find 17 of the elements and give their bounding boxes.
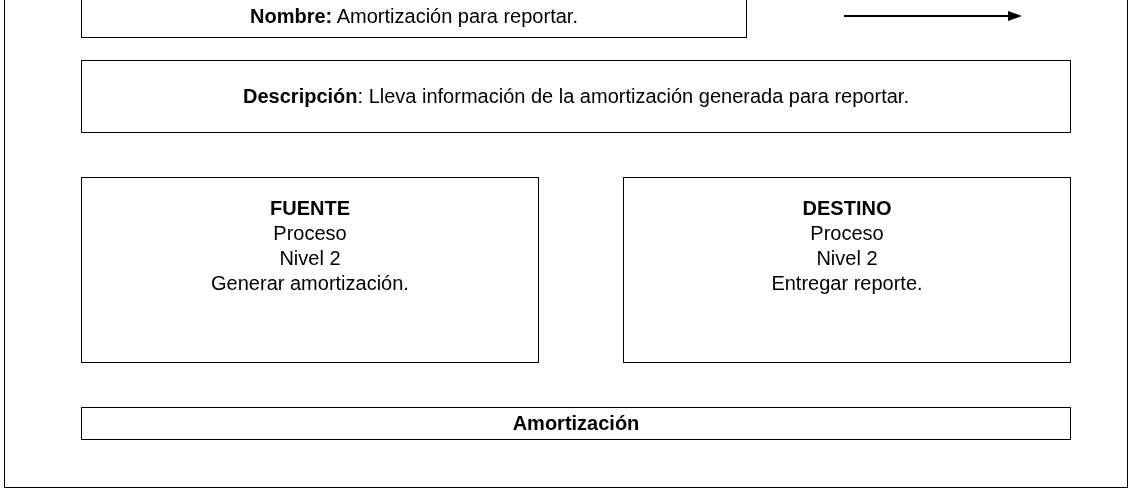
heading: DESTINO <box>802 196 892 221</box>
text: Nombre: Amortización para reportar. <box>250 4 578 29</box>
text-box <box>623 177 1071 363</box>
text: Entregar reporte. <box>771 271 923 296</box>
text: Nivel 2 <box>816 246 878 271</box>
text: Nivel 2 <box>279 246 341 271</box>
text: Descripción: Lleva información de la amortización generada para reportar. <box>243 84 909 109</box>
text-box <box>81 60 1071 133</box>
heading: FUENTE <box>270 196 350 221</box>
text-box <box>81 177 539 363</box>
title-bar <box>81 407 1071 440</box>
text-box <box>81 0 747 38</box>
heading: Amortización <box>512 411 640 436</box>
text: Proceso <box>810 221 884 246</box>
text: Proceso <box>273 221 347 246</box>
text: Generar amortización. <box>211 271 409 296</box>
frame-border <box>4 0 1128 488</box>
